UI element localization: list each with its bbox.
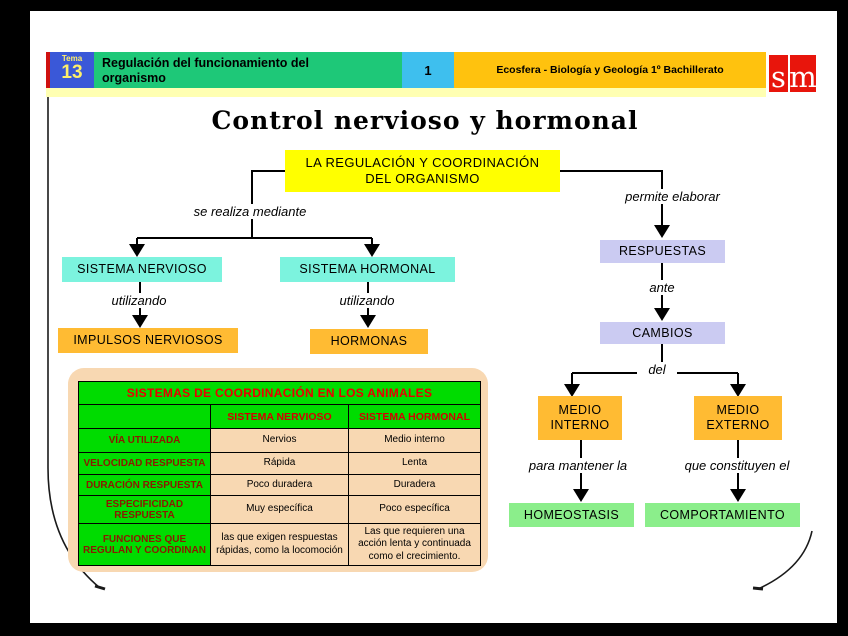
row-label: DURACIÓN RESPUESTA bbox=[78, 474, 211, 496]
row-cell-nervioso: las que exigen respuestas rápidas, como … bbox=[210, 523, 349, 566]
node-impulsos-nerviosos: IMPULSOS NERVIOSOS bbox=[58, 328, 238, 353]
table-row: ESPECIFICIDAD RESPUESTA Muy específica P… bbox=[78, 495, 482, 524]
connector-label-que-constituyen: que constituyen el bbox=[672, 458, 802, 473]
row-cell-hormonal: Lenta bbox=[347, 452, 482, 475]
table-row: DURACIÓN RESPUESTA Poco duradera Durader… bbox=[78, 474, 482, 496]
node-regulacion-coordinacion: LA REGULACIÓN Y COORDINACIÓN DEL ORGANIS… bbox=[285, 150, 560, 192]
node-hormonas: HORMONAS bbox=[310, 329, 428, 354]
connector-label-utilizando-1: utilizando bbox=[99, 293, 179, 308]
node-respuestas: RESPUESTAS bbox=[600, 240, 725, 263]
node-sistema-nervioso: SISTEMA NERVIOSO bbox=[62, 257, 222, 282]
sm-logo-s: s bbox=[769, 55, 788, 92]
header-course-title: Ecosfera - Biología y Geología 1º Bachil… bbox=[454, 52, 766, 88]
table-header-empty bbox=[78, 404, 211, 429]
connector-label-se-realiza: se realiza mediante bbox=[175, 204, 325, 219]
table-row: VÍA UTILIZADA Nervios Medio interno bbox=[78, 428, 482, 453]
connector-label-utilizando-2: utilizando bbox=[327, 293, 407, 308]
page-title: Control nervioso y hormonal bbox=[211, 106, 639, 135]
connector-label-ante: ante bbox=[637, 280, 687, 295]
row-label: ESPECIFICIDAD RESPUESTA bbox=[78, 495, 211, 524]
header-yellow-strip bbox=[46, 88, 766, 97]
unit-title-line2: organismo bbox=[102, 71, 166, 85]
connector-label-para-mantener: para mantener la bbox=[518, 458, 638, 473]
header-unit-title: Regulación del funcionamiento del organi… bbox=[94, 52, 402, 88]
row-cell-hormonal: Poco específica bbox=[347, 495, 482, 524]
row-label: FUNCIONES QUE REGULAN Y COORDINAN bbox=[78, 523, 211, 566]
root-line2: DEL ORGANISMO bbox=[365, 171, 480, 186]
node-cambios: CAMBIOS bbox=[600, 322, 725, 344]
sm-logo-m: m bbox=[789, 55, 817, 92]
row-cell-hormonal: Medio interno bbox=[347, 428, 482, 453]
tema-label: Tema bbox=[61, 54, 83, 63]
table-header-nervioso: SISTEMA NERVIOSO bbox=[210, 404, 349, 429]
table-row: FUNCIONES QUE REGULAN Y COORDINAN las qu… bbox=[78, 523, 482, 566]
node-sistema-hormonal: SISTEMA HORMONAL bbox=[280, 257, 455, 282]
connector-label-del: del bbox=[637, 362, 677, 377]
node-medio-interno: MEDIO INTERNO bbox=[538, 396, 622, 440]
table-header-row: SISTEMA NERVIOSO SISTEMA HORMONAL bbox=[78, 404, 482, 429]
unit-title-line1: Regulación del funcionamiento del bbox=[102, 56, 309, 70]
row-cell-nervioso: Poco duradera bbox=[210, 474, 349, 496]
table-row: VELOCIDAD RESPUESTA Rápida Lenta bbox=[78, 452, 482, 475]
node-homeostasis: HOMEOSTASIS bbox=[509, 503, 634, 527]
tema-number: 13 bbox=[61, 62, 83, 83]
row-cell-hormonal: Duradera bbox=[347, 474, 482, 496]
coordination-table: SISTEMAS DE COORDINACIÓN EN LOS ANIMALES… bbox=[77, 381, 482, 566]
node-medio-externo: MEDIO EXTERNO bbox=[694, 396, 782, 440]
row-cell-hormonal: Las que requieren una acción lenta y con… bbox=[347, 523, 482, 566]
header-tema-box: Tema 13 bbox=[50, 52, 94, 88]
table-title: SISTEMAS DE COORDINACIÓN EN LOS ANIMALES bbox=[77, 381, 482, 405]
row-label: VÍA UTILIZADA bbox=[78, 428, 211, 453]
row-label: VELOCIDAD RESPUESTA bbox=[78, 452, 211, 475]
row-cell-nervioso: Rápida bbox=[210, 452, 349, 475]
header-red-accent bbox=[46, 52, 50, 88]
table-header-hormonal: SISTEMA HORMONAL bbox=[347, 404, 482, 429]
header-page-number: 1 bbox=[402, 52, 454, 88]
connector-label-permite: permite elaborar bbox=[600, 189, 745, 204]
row-cell-nervioso: Nervios bbox=[210, 428, 349, 453]
root-line1: LA REGULACIÓN Y COORDINACIÓN bbox=[305, 155, 540, 171]
node-comportamiento: COMPORTAMIENTO bbox=[645, 503, 800, 527]
row-cell-nervioso: Muy específica bbox=[210, 495, 349, 524]
